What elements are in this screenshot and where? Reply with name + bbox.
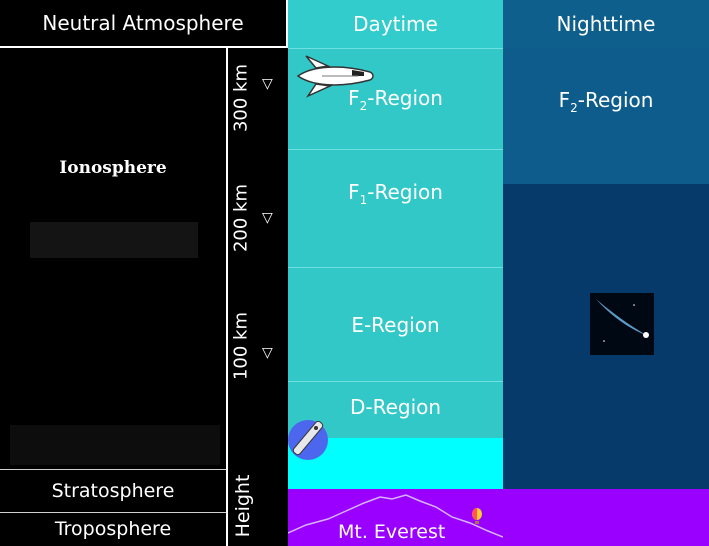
mesosphere-faint-band — [10, 425, 220, 465]
f2-region-label: F2-Region — [348, 85, 443, 113]
nighttime-ground-band — [503, 489, 709, 546]
f1-region-label: F1-Region — [348, 180, 443, 207]
layer-separator — [0, 469, 226, 470]
height-tick-300km: 300 km — [230, 63, 252, 133]
daytime-header: Daytime — [288, 0, 503, 48]
layer-separator — [0, 512, 226, 513]
stratosphere-label: Stratosphere — [51, 480, 175, 502]
tick-marker-icon: ▽ — [262, 345, 273, 361]
daytime-e-region: E-Region — [288, 267, 503, 381]
ionosphere-faint-band — [30, 222, 198, 258]
night-f2-region-label: F2-Region — [558, 88, 654, 115]
nighttime-f2-region: F2-Region — [503, 48, 709, 184]
tick-marker-icon: ▽ — [262, 210, 273, 226]
mountain-icon — [288, 494, 503, 538]
tick-marker-icon: ▽ — [262, 76, 273, 92]
axis-divider — [226, 48, 228, 546]
height-tick-100km: 100 km — [230, 311, 252, 381]
mt-everest-label: Mt. Everest — [338, 521, 446, 543]
height-axis-label: Height — [232, 474, 254, 538]
comet-icon — [590, 293, 654, 355]
height-tick-200km: 200 km — [230, 183, 252, 253]
neutral-atmosphere-header: Neutral Atmosphere — [0, 0, 288, 48]
nighttime-header: Nighttime — [503, 0, 709, 48]
rocket-icon — [288, 420, 328, 460]
ionosphere-label: Ionosphere — [59, 158, 167, 178]
hot-air-balloon-icon — [472, 508, 482, 524]
daytime-f1-region: F1-Region — [288, 149, 503, 267]
troposphere-label: Troposphere — [54, 518, 172, 540]
space-shuttle-icon — [296, 55, 374, 98]
daytime-d-region: D-Region — [288, 381, 503, 438]
